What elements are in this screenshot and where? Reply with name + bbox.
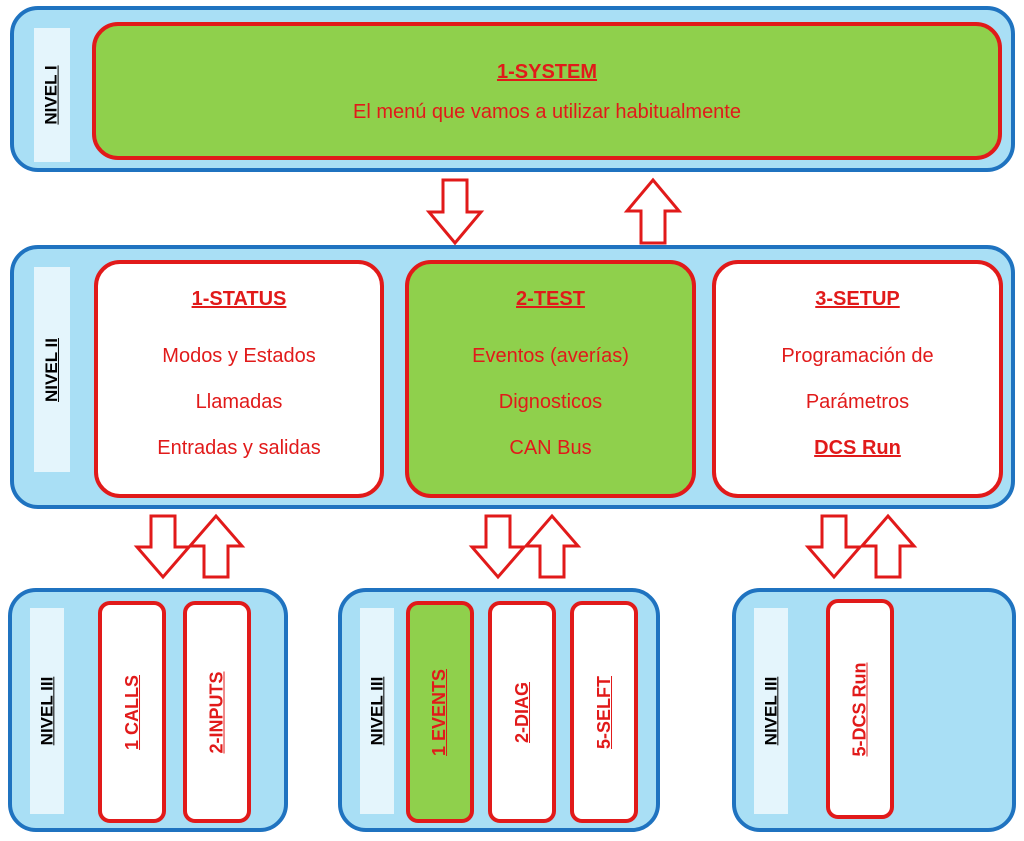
arrow-up-level3-to-status: [186, 513, 246, 579]
test-line-2: Dignosticos: [498, 390, 603, 413]
arrow-down-test-to-level3: [468, 514, 528, 580]
test-menu-box[interactable]: 2-TEST Eventos (averías) Dignosticos CAN…: [405, 260, 696, 498]
level2-side-label: NIVEL II: [34, 267, 70, 472]
arrow-down-setup-to-level3: [804, 514, 864, 580]
system-menu-box[interactable]: 1-SYSTEM El menú que vamos a utilizar ha…: [92, 22, 1002, 160]
diag-menu-box[interactable]: 2-DIAG: [488, 601, 556, 823]
test-line-1: Eventos (averías): [472, 344, 629, 367]
status-line-2: Llamadas: [195, 390, 283, 413]
setup-line-3: DCS Run: [814, 436, 901, 459]
status-line-3: Entradas y salidas: [157, 436, 321, 459]
test-line-3: CAN Bus: [509, 436, 592, 459]
status-title: 1-STATUS: [191, 287, 287, 310]
setup-title: 3-SETUP: [815, 287, 900, 310]
setup-line-2: Parámetros: [805, 390, 910, 413]
arrow-up-test-to-system: [623, 177, 683, 245]
level1-side-label: NIVEL I: [34, 28, 70, 162]
test-title: 2-TEST: [516, 287, 585, 310]
setup-line-1: Programación de: [781, 344, 934, 367]
dcs-run-menu-box[interactable]: 5-DCS Run: [826, 599, 894, 819]
arrow-up-level3-to-test: [522, 513, 582, 579]
level3-test-side-label: NIVEL III: [360, 608, 394, 814]
system-title: 1-SYSTEM: [496, 60, 598, 83]
status-line-1: Modos y Estados: [162, 344, 316, 367]
arrow-down-status-to-level3: [133, 514, 193, 580]
level3-setup-side-label: NIVEL III: [754, 608, 788, 814]
setup-menu-box[interactable]: 3-SETUP Programación de Parámetros DCS R…: [712, 260, 1003, 498]
selft-menu-box[interactable]: 5-SELFT: [570, 601, 638, 823]
system-description: El menú que vamos a utilizar habitualmen…: [353, 100, 741, 123]
inputs-menu-box[interactable]: 2-INPUTS: [183, 601, 251, 823]
events-menu-box[interactable]: 1 EVENTS: [406, 601, 474, 823]
arrow-down-system-to-test: [425, 178, 485, 246]
level3-status-side-label: NIVEL III: [30, 608, 64, 814]
status-menu-box[interactable]: 1-STATUS Modos y Estados Llamadas Entrad…: [94, 260, 384, 498]
calls-menu-box[interactable]: 1 CALLS: [98, 601, 166, 823]
arrow-up-level3-to-setup: [858, 513, 918, 579]
